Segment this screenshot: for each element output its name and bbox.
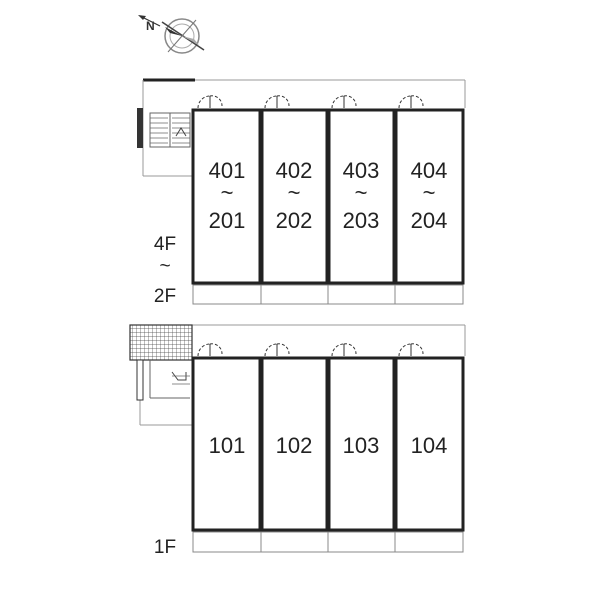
unit-label-404: 404 (411, 158, 448, 183)
unit-label-403: 403 (343, 158, 380, 183)
unit-label-sep: ~ (355, 180, 368, 205)
unit-label-104: 104 (411, 433, 448, 458)
door-swing-icons-lower (197, 343, 424, 357)
unit-room-401-201[interactable] (191, 108, 262, 285)
unit-label-201: 201 (209, 208, 246, 233)
unit-label-103: 103 (343, 433, 380, 458)
unit-room-402-202[interactable] (260, 108, 329, 285)
lower-block: 101 102 103 104 1F (129, 324, 466, 558)
unit-label-sep: ~ (288, 180, 301, 205)
unit-room-102[interactable] (260, 356, 329, 532)
unit-label-204: 204 (411, 208, 448, 233)
unit-room-101[interactable] (191, 356, 262, 532)
door-swing-icons-upper (197, 95, 424, 109)
floor-label-4f: 4F (154, 234, 176, 255)
upper-block: 401 ~ 201 402 ~ 202 403 ~ 203 404 ~ 204 … (137, 78, 466, 307)
unit-label-401: 401 (209, 158, 246, 183)
floor-label-sep: ~ (159, 256, 170, 277)
unit-label-202: 202 (276, 208, 313, 233)
unit-label-203: 203 (343, 208, 380, 233)
compass-north-label: N (146, 19, 155, 33)
stairs-lower (136, 359, 190, 401)
compass-rose-icon: N (138, 15, 205, 54)
floor-label-1f: 1F (154, 537, 176, 558)
bicycle-parking-area (129, 324, 193, 361)
unit-label-402: 402 (276, 158, 313, 183)
unit-label-102: 102 (276, 433, 313, 458)
unit-room-404-204[interactable] (394, 108, 465, 285)
stairs-upper (137, 108, 191, 148)
unit-label-sep: ~ (221, 180, 234, 205)
balcony-row-lower (192, 531, 464, 553)
unit-room-403-203[interactable] (327, 108, 396, 285)
unit-label-sep: ~ (423, 180, 436, 205)
floor-label-2f: 2F (154, 286, 176, 307)
unit-room-104[interactable] (394, 356, 465, 532)
balcony-row-upper (192, 284, 464, 305)
unit-room-103[interactable] (327, 356, 396, 532)
unit-label-101: 101 (209, 433, 246, 458)
